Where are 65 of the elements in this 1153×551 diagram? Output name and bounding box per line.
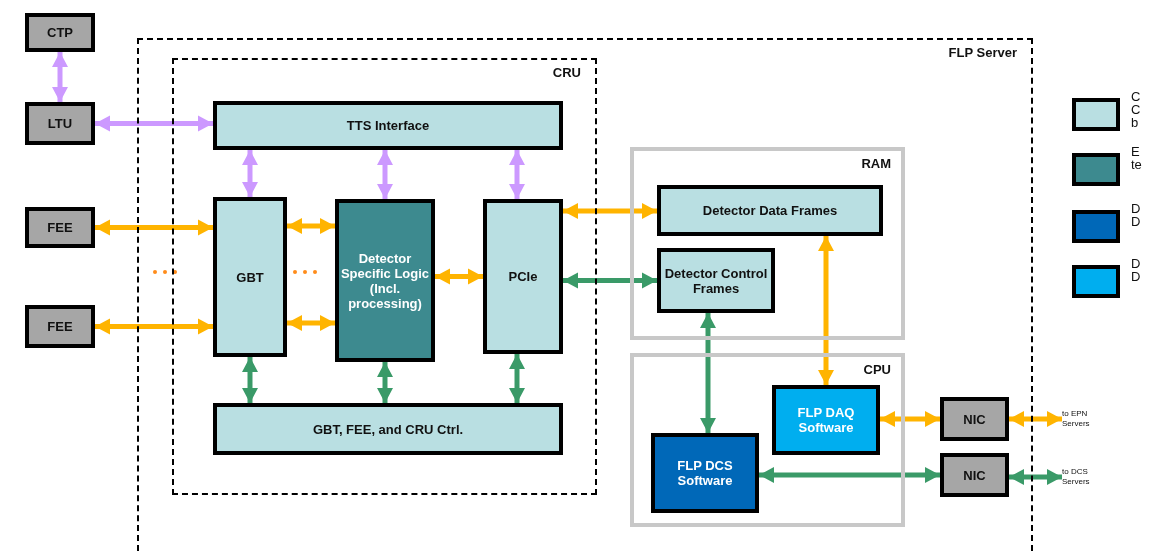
- double-arrow: [95, 219, 213, 236]
- box-label: GBT: [236, 269, 264, 285]
- double-arrow: [1009, 469, 1062, 485]
- double-arrow: [377, 362, 393, 403]
- container-label: CPU: [863, 362, 891, 377]
- double-arrow: [242, 150, 258, 197]
- container-label: RAM: [861, 156, 891, 171]
- device-box: [940, 453, 1009, 497]
- double-arrow: [287, 315, 335, 331]
- logic-box: [335, 199, 435, 362]
- container-boundary: [137, 38, 1033, 551]
- software-box: [772, 385, 880, 455]
- box-label: to DCS Servers: [1062, 467, 1091, 487]
- legend-text: E te: [1131, 145, 1143, 171]
- double-arrow: [435, 268, 483, 285]
- double-arrow: [95, 318, 213, 335]
- box-label: CTP: [47, 25, 73, 40]
- container-boundary: [172, 58, 597, 495]
- device-box: [940, 397, 1009, 441]
- box-label: LTU: [47, 116, 73, 131]
- module-box: [213, 403, 563, 455]
- double-arrow: [509, 354, 525, 403]
- box-label: Detector Data Frames: [702, 203, 838, 218]
- legend-text: D D: [1131, 202, 1142, 228]
- double-arrow: [95, 115, 213, 132]
- module-box: [657, 248, 775, 313]
- double-arrow: [377, 150, 393, 199]
- box-label: NIC: [963, 411, 986, 427]
- box-label: GBT, FEE, and CRU Ctrl.: [312, 421, 464, 437]
- double-arrow: [509, 150, 525, 199]
- box-label: FEE: [47, 319, 73, 334]
- double-arrow: [287, 218, 335, 234]
- double-arrow: [563, 272, 657, 289]
- device-box: [25, 102, 95, 145]
- box-label: Detector Specific Logic (Incl. processing): [339, 250, 431, 311]
- box-label: NIC: [963, 467, 986, 483]
- device-box: [25, 305, 95, 348]
- container-label: FLP Server: [948, 45, 1017, 60]
- module-box: [213, 101, 563, 150]
- container-label: CRU: [552, 65, 581, 80]
- double-arrow: [700, 313, 716, 433]
- software-box: [651, 433, 759, 513]
- double-arrow: [818, 236, 834, 385]
- legend-text: C C b: [1131, 90, 1142, 129]
- box-label: FEE: [47, 220, 73, 235]
- box-label: PCIe: [508, 269, 538, 284]
- double-arrow: [759, 467, 940, 483]
- double-arrow: [242, 357, 258, 403]
- box-label: FLP DAQ Software: [796, 405, 856, 435]
- memory-panel: [630, 353, 905, 527]
- box-label: to EPN Servers: [1062, 409, 1091, 429]
- double-arrow: [880, 411, 940, 427]
- legend-text: D D: [1131, 257, 1142, 283]
- box-label: TTS Interface: [346, 118, 430, 133]
- module-box: [483, 199, 563, 354]
- double-arrow: [52, 52, 68, 102]
- double-arrow: [563, 203, 657, 219]
- memory-panel: [630, 147, 905, 340]
- box-label: FLP DCS Software: [676, 458, 734, 488]
- module-box: [657, 185, 883, 236]
- double-arrow: [1009, 411, 1062, 427]
- device-box: [25, 207, 95, 248]
- device-box: [25, 13, 95, 52]
- module-box: [213, 197, 287, 357]
- box-label: Detector Control Frames: [663, 265, 769, 296]
